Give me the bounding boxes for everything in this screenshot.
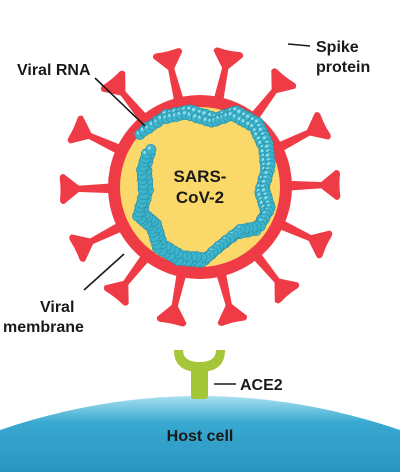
rna-bead-highlight	[262, 188, 266, 192]
spike-protein-label-line1: Spike	[316, 39, 359, 56]
spike-protein	[212, 47, 244, 104]
rna-bead-highlight	[187, 106, 191, 110]
rna-bead-highlight	[202, 111, 206, 115]
rna-bead-highlight	[203, 117, 207, 121]
spike-protein-label-line2: protein	[316, 59, 370, 76]
rna-bead-highlight	[262, 136, 266, 140]
rna-bead-highlight	[147, 146, 151, 150]
rna-bead-highlight	[264, 171, 268, 175]
spike-protein	[274, 112, 331, 154]
rna-bead-highlight	[197, 110, 201, 114]
rna-bead-highlight	[198, 115, 202, 119]
spike-protein	[153, 48, 185, 105]
rna-bead-highlight	[187, 112, 191, 116]
rna-bead-highlight	[140, 127, 144, 131]
host-cell-label: Host cell	[167, 428, 234, 445]
viral-rna-label: Viral RNA	[17, 62, 91, 79]
rna-bead-highlight	[250, 117, 254, 121]
rna-bead-highlight	[246, 121, 250, 125]
rna-bead-highlight	[266, 162, 270, 166]
spike-protein	[248, 68, 297, 123]
viral-membrane-label-line1: Viral	[40, 299, 74, 316]
rna-bead-highlight	[182, 111, 186, 115]
host-cell-membrane	[0, 396, 400, 472]
rna-bead-highlight	[193, 114, 197, 118]
rna-bead-highlight	[143, 150, 147, 154]
virus-name-line2: CoV-2	[176, 188, 224, 207]
spike-proteins	[59, 47, 341, 327]
spike-protein	[69, 220, 126, 262]
rna-bead-highlight	[261, 158, 265, 162]
spike-protein	[275, 218, 333, 259]
spike-protein-leader	[287, 43, 311, 47]
spike-protein	[250, 250, 300, 304]
rna-bead-highlight	[258, 127, 262, 131]
spike-protein	[215, 269, 247, 326]
rna-bead-highlight	[237, 109, 241, 113]
virus-name-line1: SARS-	[174, 167, 227, 186]
rna-bead-highlight	[266, 153, 270, 157]
spike-protein	[59, 174, 115, 205]
rna-bead-highlight	[246, 114, 250, 118]
viral-membrane-leader	[83, 253, 125, 291]
rna-bead-highlight	[158, 115, 162, 119]
rna-bead-highlight	[232, 114, 236, 118]
rna-bead-highlight	[265, 144, 269, 148]
rna-bead-highlight	[208, 113, 212, 117]
rna-bead-highlight	[258, 140, 262, 144]
rna-bead-highlight	[168, 113, 172, 117]
rna-bead-highlight	[254, 132, 258, 136]
rna-bead-highlight	[237, 117, 241, 121]
ace2-receptor	[174, 350, 225, 399]
rna-bead-highlight	[228, 112, 232, 116]
rna-bead-highlight	[254, 119, 258, 123]
rna-bead-highlight	[192, 108, 196, 112]
rna-bead	[145, 144, 157, 156]
rna-bead-highlight	[177, 111, 181, 115]
spike-protein	[103, 251, 152, 306]
viral-rna-leader	[94, 77, 146, 127]
viral-membrane-label-line2: membrane	[3, 319, 84, 336]
spike-protein	[285, 169, 341, 200]
spike-protein	[67, 115, 125, 156]
rna-bead-highlight	[149, 121, 153, 125]
rna-bead-highlight	[250, 123, 254, 127]
ace2-label: ACE2	[240, 377, 283, 394]
rna-bead-highlight	[257, 192, 261, 196]
rna-bead-highlight	[233, 107, 237, 111]
rna-bead-highlight	[264, 196, 268, 200]
rna-bead-highlight	[241, 119, 245, 123]
rna-bead-highlight	[260, 149, 264, 153]
rna-bead-highlight	[262, 180, 266, 184]
rna-bead-highlight	[242, 112, 246, 116]
spike-protein	[156, 270, 188, 327]
viral-rna-strand	[132, 104, 276, 268]
rna-bead-highlight	[260, 200, 264, 204]
